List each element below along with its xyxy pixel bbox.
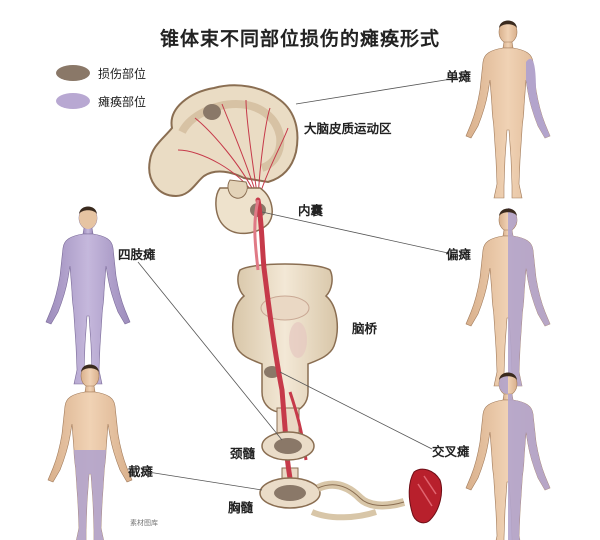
legend-swatch-paralysis: [56, 93, 90, 109]
legend-lesion: 损伤部位: [56, 64, 146, 82]
muscle: [408, 468, 443, 524]
lesion-cervical: [274, 438, 302, 454]
label-hemiplegia: 偏瘫: [446, 247, 472, 262]
thoracic-section: [259, 477, 406, 521]
cervical-section: [261, 431, 315, 461]
legend-paralysis: 瘫痪部位: [56, 92, 146, 110]
label-monoplegia: 单瘫: [446, 69, 472, 84]
diagram-title: 锥体束不同部位损伤的瘫痪形式: [159, 28, 440, 50]
label-paraplegia: 截瘫: [128, 464, 154, 479]
legend-swatch-lesion: [56, 65, 90, 81]
lesion-thoracic: [274, 485, 306, 501]
watermark: 素材图库: [130, 519, 158, 527]
brain-cortex: [148, 84, 299, 201]
internal-capsule: [215, 179, 273, 235]
legend-label-lesion: 损伤部位: [98, 66, 147, 81]
brainstem: [231, 263, 339, 413]
legend-label-paralysis: 瘫痪部位: [98, 94, 147, 109]
figure-paraplegia: [47, 364, 133, 540]
figure-monoplegia: [465, 20, 551, 199]
lesion-cortex: [203, 104, 221, 120]
label-crossed: 交叉瘫: [432, 444, 470, 459]
label-pons: 脑桥: [352, 321, 378, 336]
label-cervical: 颈髓: [230, 446, 256, 461]
figure-tetraplegia: [45, 206, 131, 385]
figure-hemiplegia: [465, 208, 551, 387]
label-cortex: 大脑皮质运动区: [304, 121, 392, 136]
figure-crossed: [465, 372, 551, 540]
leader-lines: [137, 75, 471, 491]
label-tetraplegia: 四肢瘫: [118, 247, 156, 262]
label-thoracic: 胸髓: [228, 500, 254, 515]
label-internal-capsule: 内囊: [298, 203, 324, 218]
